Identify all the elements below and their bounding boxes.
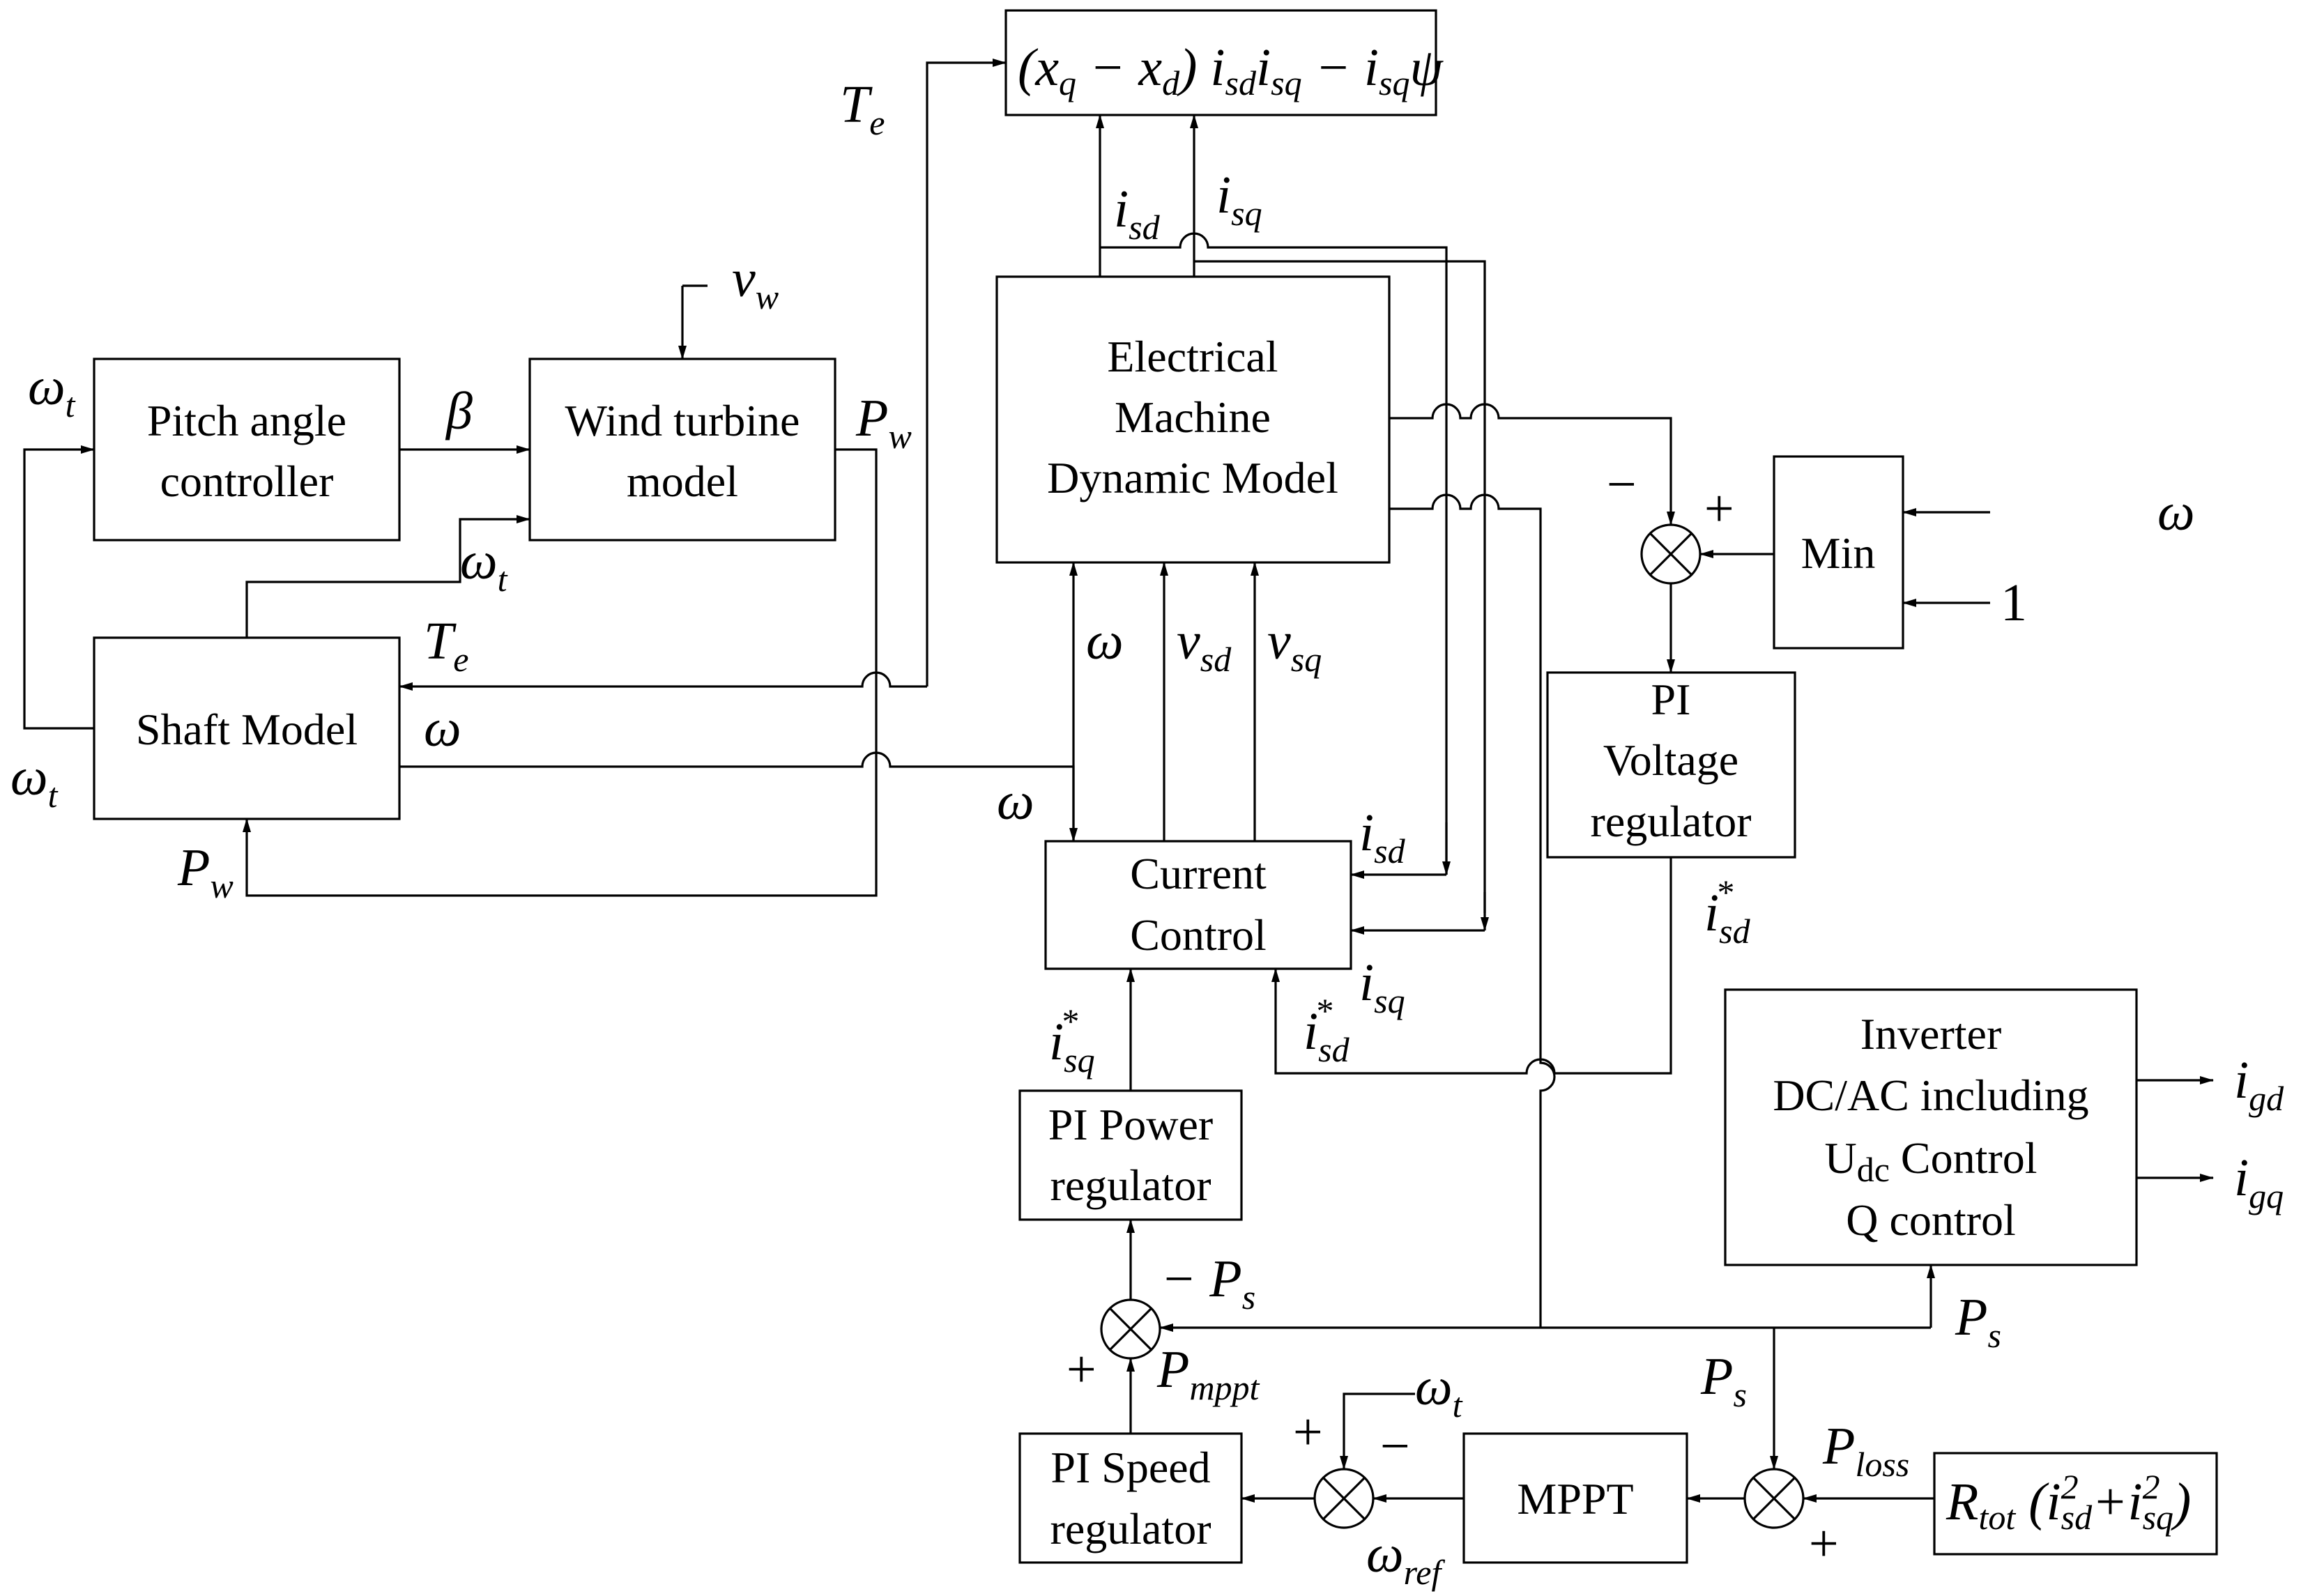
label-minus-voltage: − xyxy=(1603,455,1639,514)
label-omega-t-speed: ωt xyxy=(1415,1358,1463,1425)
inverter-block: Inverter DC/AC including Udc Control Q c… xyxy=(1724,988,2138,1266)
pi-voltage-regulator-block: PI Voltage regulator xyxy=(1546,671,1796,859)
svg-text:regulator: regulator xyxy=(1050,1504,1211,1553)
label-omega-t-turbine: ωt xyxy=(460,532,508,599)
label-minus-ps: − Ps xyxy=(1161,1250,1255,1317)
svg-text:DC/AC including: DC/AC including xyxy=(1773,1071,2088,1120)
svg-text:Dynamic Model: Dynamic Model xyxy=(1047,453,1338,502)
label-isq-star: i*sq xyxy=(1049,1002,1095,1080)
min-block: Min xyxy=(1773,455,1904,650)
electrical-machine-block: Electrical Machine Dynamic Model xyxy=(995,275,1391,564)
label-omega-shaft: ω xyxy=(424,699,461,758)
current-control-block: Current Control xyxy=(1044,840,1352,970)
svg-text:MPPT: MPPT xyxy=(1517,1474,1633,1524)
svg-text:regulator: regulator xyxy=(1591,797,1752,846)
svg-text:regulator: regulator xyxy=(1050,1160,1211,1210)
label-vw: vw xyxy=(732,250,779,316)
label-vsd: vsd xyxy=(1177,612,1232,679)
sum-junction-voltage xyxy=(1640,523,1702,585)
label-pw-shaft: Pw xyxy=(177,838,234,905)
sum-junction-power xyxy=(1100,1298,1161,1360)
label-isq-cc: isq xyxy=(1359,953,1405,1020)
label-omega-cc: ω xyxy=(997,772,1034,831)
svg-text:Shaft Model: Shaft Model xyxy=(136,705,358,754)
svg-text:Voltage: Voltage xyxy=(1603,735,1738,785)
svg-text:Udc Control: Udc Control xyxy=(1825,1133,2038,1189)
label-pw-top: Pw xyxy=(855,389,912,456)
torque-formula-text: (xq − xd) isdisq − isqψ xyxy=(1018,38,1444,102)
label-ps-inverter: Ps xyxy=(1955,1288,2001,1355)
signal-lines xyxy=(23,59,2214,1503)
label-ploss: Ploss xyxy=(1822,1417,1909,1484)
svg-text:Machine: Machine xyxy=(1115,392,1271,442)
label-plus-loss: + xyxy=(1805,1514,1841,1573)
torque-formula-block: (xq − xd) isdisq − isqψ xyxy=(1004,9,1444,116)
svg-text:Current: Current xyxy=(1130,849,1267,898)
pitch-angle-controller-block: Pitch angle controller xyxy=(93,358,401,542)
label-beta: β xyxy=(445,382,473,440)
label-isd-star-voltage: i*sd xyxy=(1704,873,1751,951)
shaft-model-block: Shaft Model xyxy=(93,636,401,820)
label-plus-power: + xyxy=(1063,1340,1099,1399)
mppt-block: MPPT xyxy=(1462,1432,1688,1564)
label-isd-star-cc: i*sd xyxy=(1304,991,1350,1069)
label-one-min: 1 xyxy=(2001,574,2027,632)
label-te-shaft: Te xyxy=(424,612,468,679)
svg-text:model: model xyxy=(627,456,738,506)
label-pmppt: Pmppt xyxy=(1156,1340,1260,1407)
sum-junction-speed xyxy=(1313,1468,1375,1529)
label-plus-speed: + xyxy=(1290,1403,1325,1461)
svg-text:Q control: Q control xyxy=(1846,1195,2016,1245)
label-omega-machine: ω xyxy=(1086,612,1124,670)
label-omega-min: ω xyxy=(2157,483,2195,542)
svg-text:Inverter: Inverter xyxy=(1860,1009,2002,1059)
label-isd-cc: isd xyxy=(1359,804,1406,870)
label-igd: igd xyxy=(2234,1051,2284,1118)
svg-text:PI Power: PI Power xyxy=(1048,1100,1213,1149)
svg-text:Pitch angle: Pitch angle xyxy=(147,396,346,445)
label-te-top: Te xyxy=(840,75,885,142)
label-minus-speed: − xyxy=(1377,1417,1412,1475)
svg-text:controller: controller xyxy=(160,456,334,506)
svg-text:Electrical: Electrical xyxy=(1107,332,1278,381)
svg-text:PI Speed: PI Speed xyxy=(1050,1443,1210,1492)
svg-text:Wind turbine: Wind turbine xyxy=(565,396,800,445)
svg-text:Control: Control xyxy=(1130,910,1267,960)
label-omega-ref: ωref xyxy=(1366,1525,1445,1592)
label-vsq: vsq xyxy=(1267,612,1322,679)
svg-text:PI: PI xyxy=(1651,675,1691,724)
label-omega-t-pitch: ωt xyxy=(28,358,76,424)
label-isd-top: isd xyxy=(1114,180,1161,247)
label-isq-top: isq xyxy=(1216,166,1262,233)
svg-text:Min: Min xyxy=(1801,528,1876,578)
label-omega-t-shaft: ωt xyxy=(10,748,59,815)
pi-speed-regulator-block: PI Speed regulator xyxy=(1018,1432,1243,1564)
wind-turbine-model-block: Wind turbine model xyxy=(528,358,836,542)
label-ps-loss: Ps xyxy=(1700,1347,1747,1414)
sum-junction-loss xyxy=(1743,1468,1805,1529)
label-plus-voltage: + xyxy=(1701,479,1736,538)
label-igq: igq xyxy=(2234,1149,2284,1215)
pi-power-regulator-block: PI Power regulator xyxy=(1018,1089,1243,1221)
signal-labels: Te isd isq vw ωt β Pw ωt Te ω ωt Pw ω vs… xyxy=(10,75,2284,1592)
